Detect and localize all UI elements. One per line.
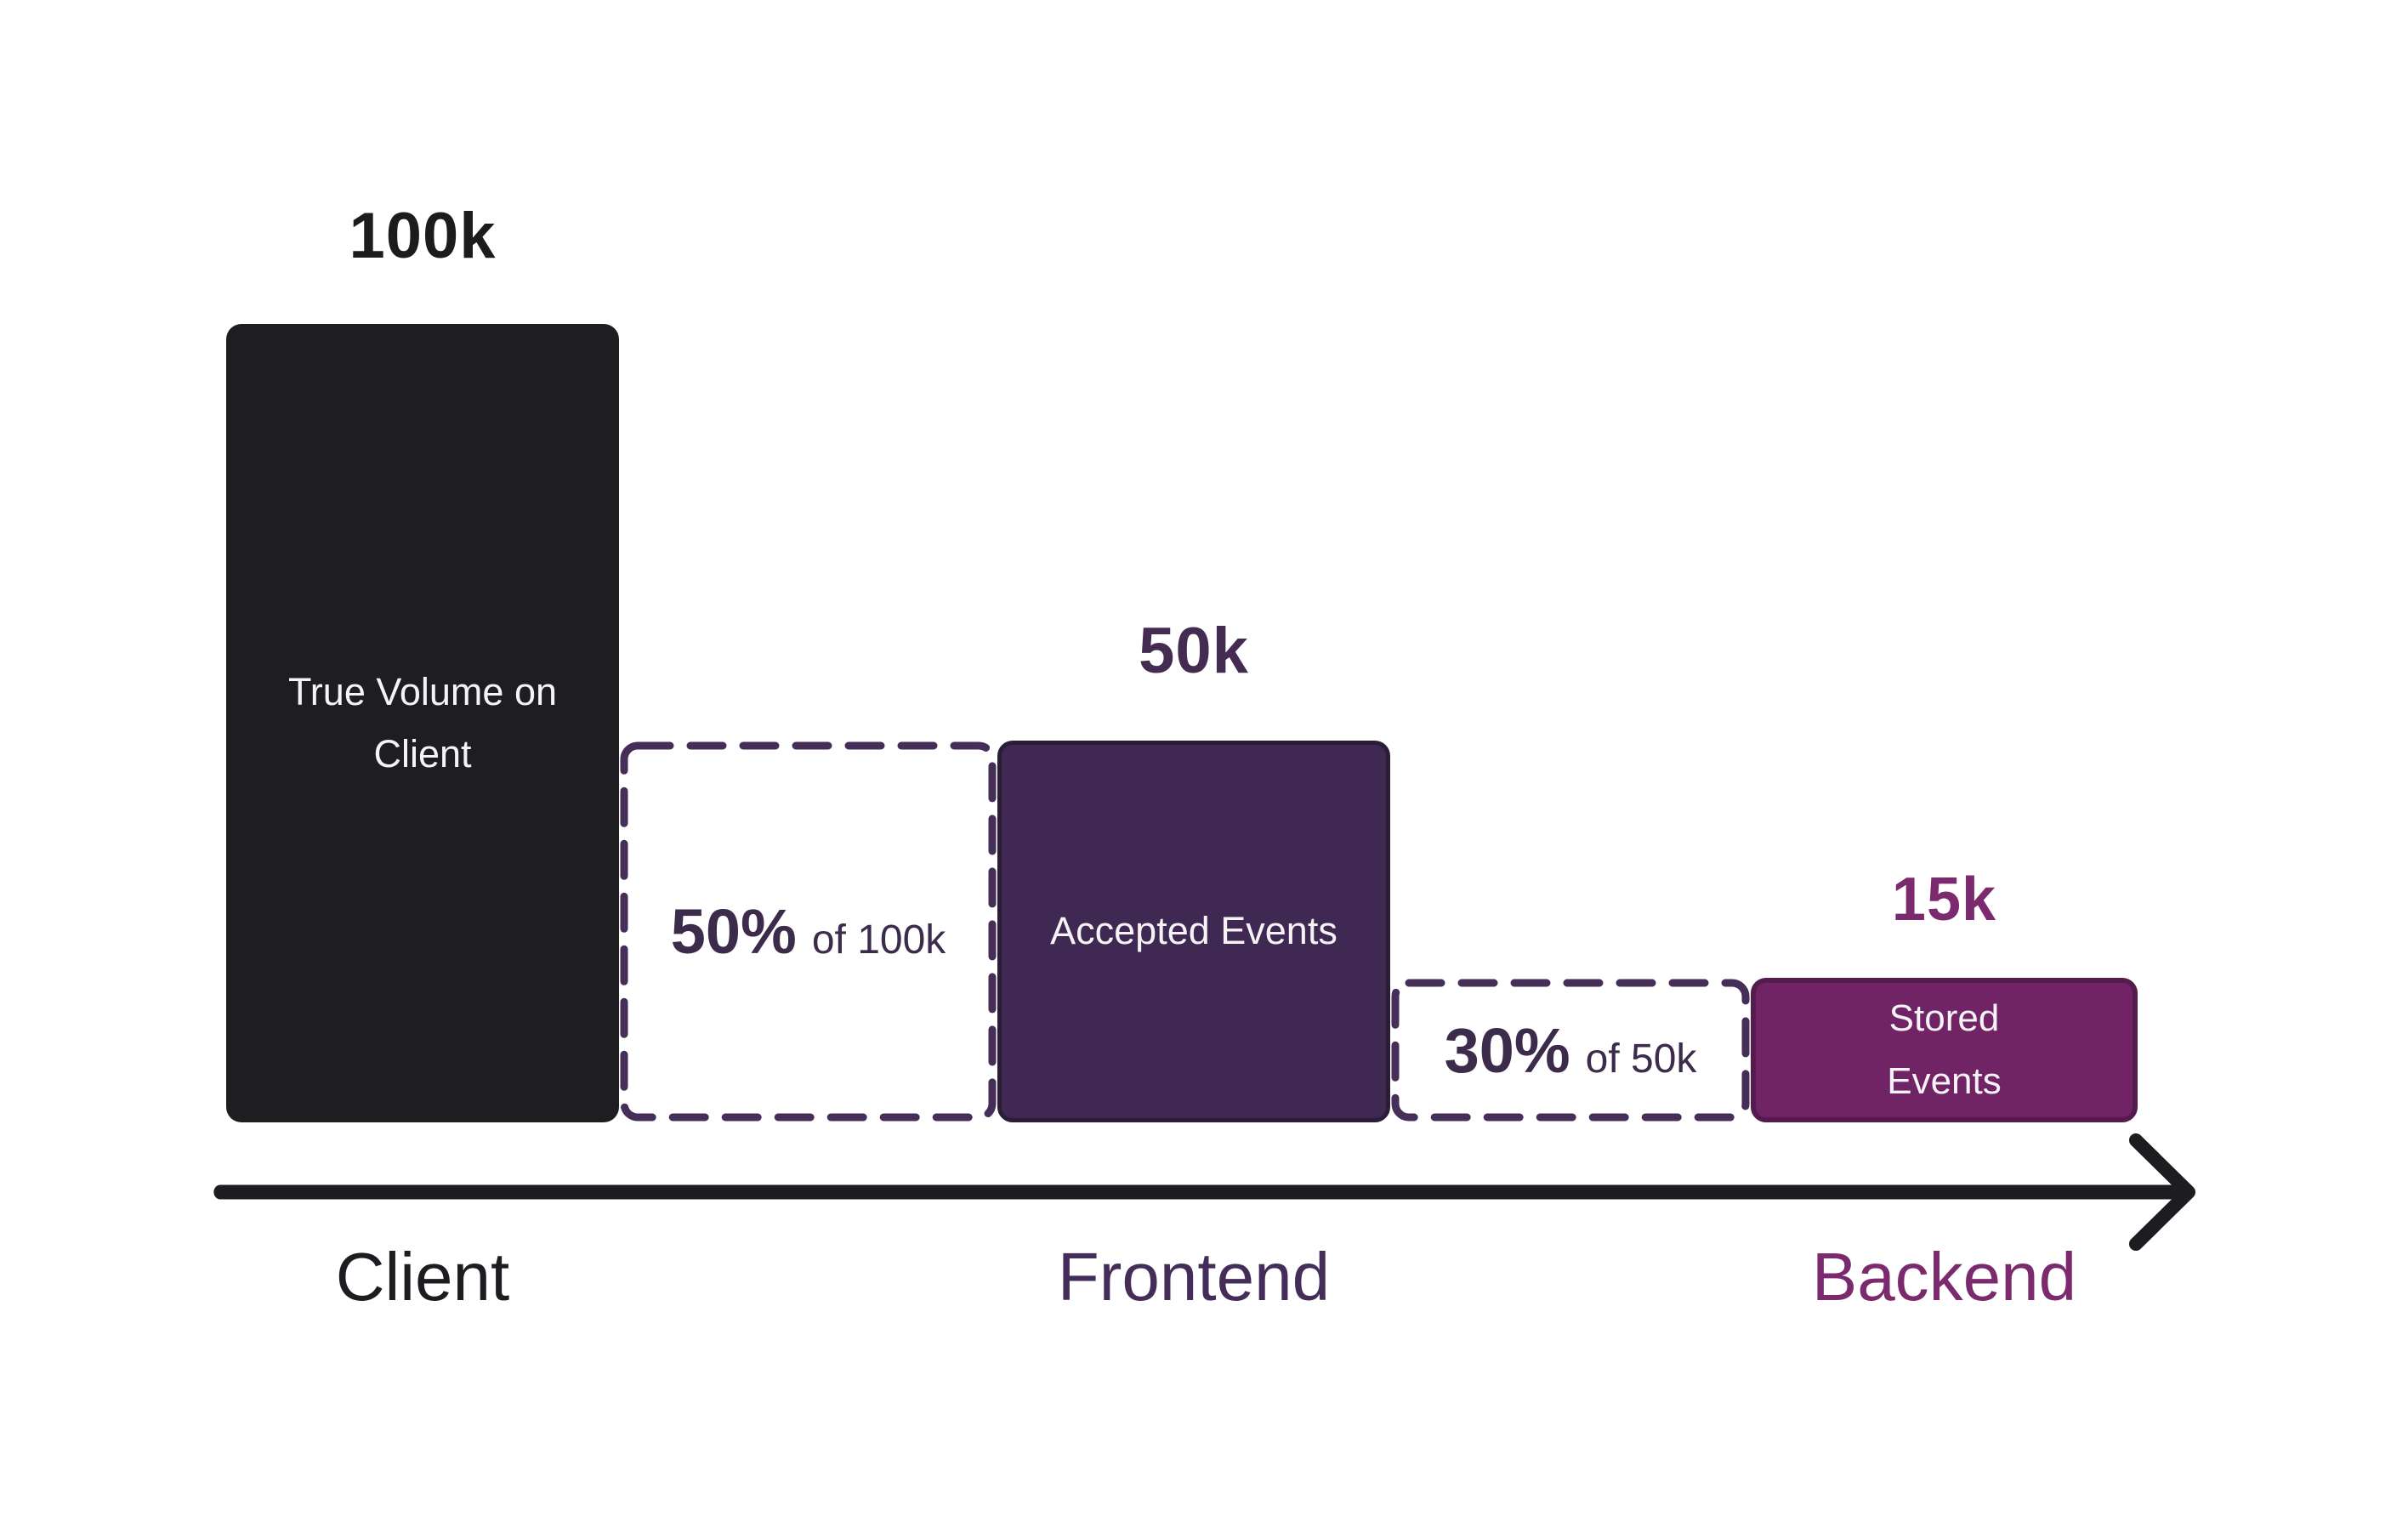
drop-of-50k: of 50k [1585, 1036, 1697, 1082]
drop-percent-50: 50% [670, 896, 797, 967]
drop-of-100k: of 100k [811, 917, 946, 963]
drop-annotation-50: 50% of 100k [671, 895, 946, 968]
drop-percent-30: 30% [1444, 1014, 1570, 1086]
client-volume-bar: True Volume on Client [226, 324, 619, 1122]
accepted-events-label: Accepted Events [1050, 909, 1337, 953]
stored-events-bar: Stored Events [1751, 978, 2138, 1122]
value-label-50k: 50k [1139, 615, 1249, 687]
frontend-drop-box: 50% of 100k [619, 741, 997, 1122]
drop-annotation-30: 30% of 50k [1445, 1014, 1697, 1087]
accepted-events-bar: Accepted Events [997, 741, 1390, 1122]
value-label-100k: 100k [349, 200, 497, 272]
backend-drop-box: 30% of 50k [1390, 978, 1751, 1122]
stored-events-label: Stored Events [1887, 997, 2002, 1102]
client-volume-bar-label: True Volume on Client [287, 669, 557, 775]
dashed-border [1391, 979, 1750, 1122]
axis-label-backend: Backend [1811, 1239, 2077, 1315]
axis-label-client: Client [335, 1239, 510, 1315]
flow-arrow [213, 1133, 2195, 1251]
dashed-border [620, 741, 997, 1122]
axis-label-frontend: Frontend [1057, 1239, 1331, 1315]
arrowhead-icon [2129, 1133, 2195, 1251]
value-label-15k: 15k [1891, 866, 1997, 934]
